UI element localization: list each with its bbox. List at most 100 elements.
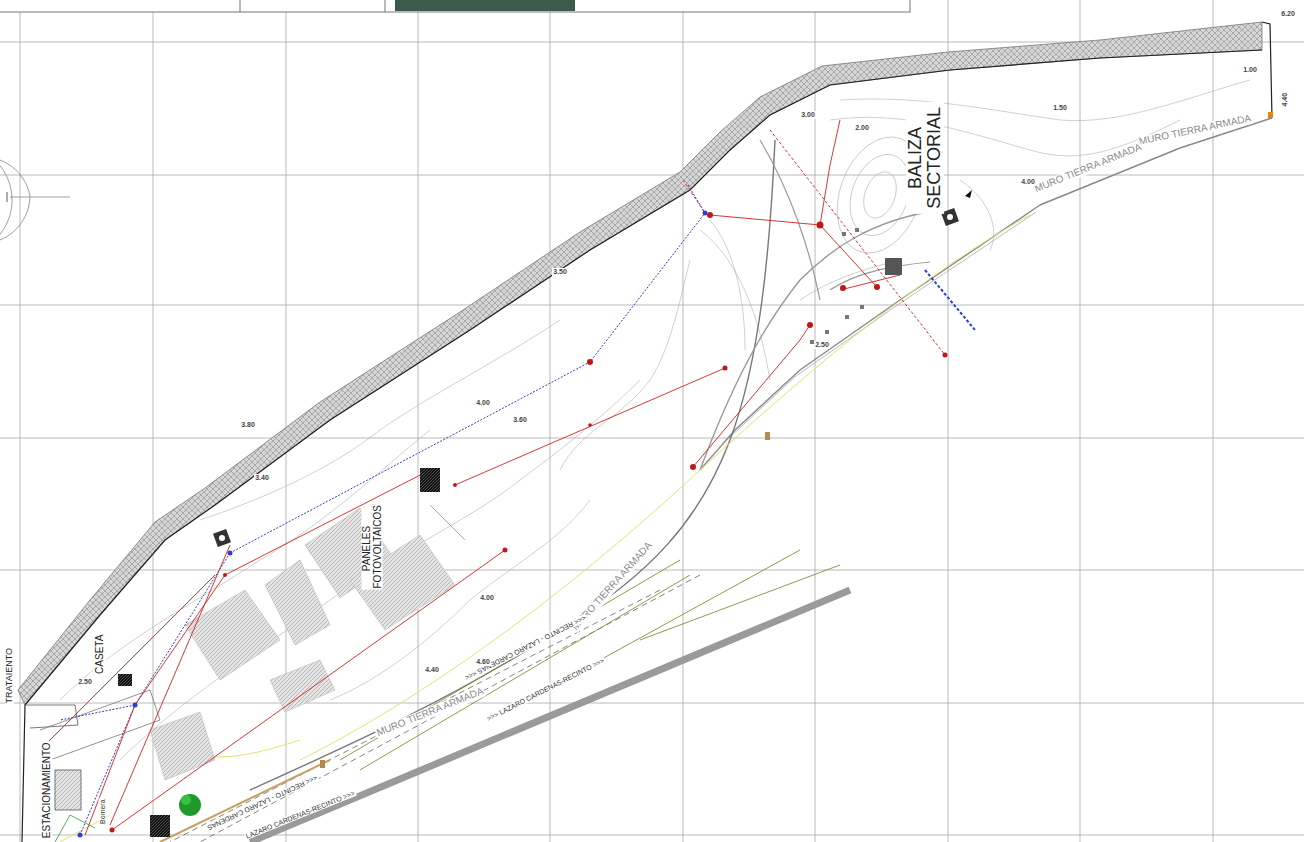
road-edge: [250, 590, 850, 842]
elevation: 3.80: [240, 421, 256, 428]
red-line: [455, 368, 725, 485]
red-line: [840, 275, 900, 290]
pole-dot: [690, 464, 696, 470]
blue-nodes: [78, 211, 708, 838]
contour: [700, 230, 770, 380]
post: [860, 305, 864, 309]
marker: [1268, 112, 1273, 118]
property-line: [22, 705, 25, 842]
grid-line: [948, 0, 949, 842]
wall-label: MURO TIERRA ARMADA: [1137, 113, 1253, 147]
red-line: [85, 575, 225, 835]
pv-array: [270, 660, 335, 712]
elevation: 3.00: [800, 111, 816, 118]
pole-dot: [78, 833, 83, 838]
contour-lines: [60, 80, 1250, 760]
elevation: 2.00: [854, 124, 870, 131]
elevation: 3.40: [254, 474, 270, 481]
olive-line: [640, 565, 840, 640]
red-wiring: [45, 120, 900, 835]
tank-outline: [25, 705, 78, 728]
pole-dot: [587, 359, 593, 365]
grid-line: [0, 438, 1304, 439]
pv-array: [305, 508, 395, 598]
elevation: 2.50: [77, 678, 93, 685]
post: [845, 315, 849, 319]
grid-line: [0, 703, 1304, 704]
compass-line: [10, 197, 70, 198]
marker: [765, 432, 770, 440]
wall-label: MURO TIERRA ARMADA: [374, 685, 486, 738]
area-label: TRATAIENTO: [5, 647, 14, 705]
yellow-line: [300, 215, 1030, 760]
elevation: 4.60: [475, 658, 491, 665]
pole-dot: [503, 548, 508, 553]
elevation: 4.00: [1020, 178, 1036, 185]
elevation: 4.00: [475, 399, 491, 406]
contour: [330, 500, 590, 700]
red-line: [45, 575, 215, 745]
pole-dot: [707, 212, 713, 218]
note-label: Bomera: [98, 799, 105, 826]
elevation: 3.50: [552, 268, 568, 275]
pole-dot: [110, 828, 115, 833]
contour: [120, 380, 640, 760]
road-label: >>> LAZARO CARDENAS-RECINTO >>>: [484, 657, 606, 724]
retaining-wall: [706, 212, 1036, 462]
wall-label: MURO TIERRA ARMADA: [1032, 141, 1144, 194]
pole-dot: [453, 483, 457, 487]
road-label: LAZARO CARDENAS-RECINTO >>>: [244, 789, 357, 840]
grid-line: [815, 0, 816, 842]
title-strip: [0, 0, 910, 12]
contour: [840, 80, 1250, 121]
pole-dot: [133, 703, 138, 708]
elevation: 4.00: [479, 594, 495, 601]
post-symbol: [219, 535, 225, 541]
lane-line: [200, 575, 700, 842]
red-line: [693, 325, 810, 467]
grid-line: [0, 835, 1304, 836]
pole-dot: [840, 285, 846, 291]
transformer-symbol: [150, 815, 170, 837]
curb: [160, 760, 330, 842]
equipment-box: [118, 674, 132, 686]
pole-dot: [723, 366, 728, 371]
grid-line: [0, 305, 1304, 306]
tree-symbol: [181, 795, 191, 805]
blue-line: [60, 705, 135, 720]
red-line: [225, 470, 430, 575]
marker: [320, 760, 325, 768]
pole-dot: [943, 353, 948, 358]
compass-tick: [7, 192, 8, 202]
post: [855, 228, 859, 232]
pole-dot: [817, 222, 824, 229]
retaining-wall: [700, 205, 1040, 470]
elevation: 3.60: [512, 416, 528, 423]
red-line: [110, 545, 230, 825]
red-line: [820, 120, 840, 225]
pole-dot: [588, 423, 592, 427]
pole-dot: [228, 551, 233, 556]
aerial-photo-strip: [395, 0, 575, 11]
pole-dot: [807, 322, 813, 328]
area-label: PANELES FOTOVOLTAICOS: [362, 507, 383, 589]
pv-array: [150, 712, 215, 780]
area-label: BALIZA SECTORIAL: [906, 102, 944, 214]
red-line: [112, 550, 505, 830]
elevation: 4.40: [424, 666, 440, 673]
grid-line: [0, 175, 1304, 176]
blue-line: [80, 553, 230, 835]
property-line: [1262, 22, 1272, 118]
arrow-mark: [965, 190, 972, 198]
transformer-symbol: [420, 468, 440, 492]
elevation: 2.50: [814, 341, 830, 348]
beacon-symbol: [947, 214, 953, 220]
post-symbol: [213, 529, 231, 547]
pv-array: [185, 590, 280, 680]
tree-symbol: [179, 794, 201, 816]
red-nodes: [43, 212, 948, 833]
access-path: [700, 210, 940, 470]
